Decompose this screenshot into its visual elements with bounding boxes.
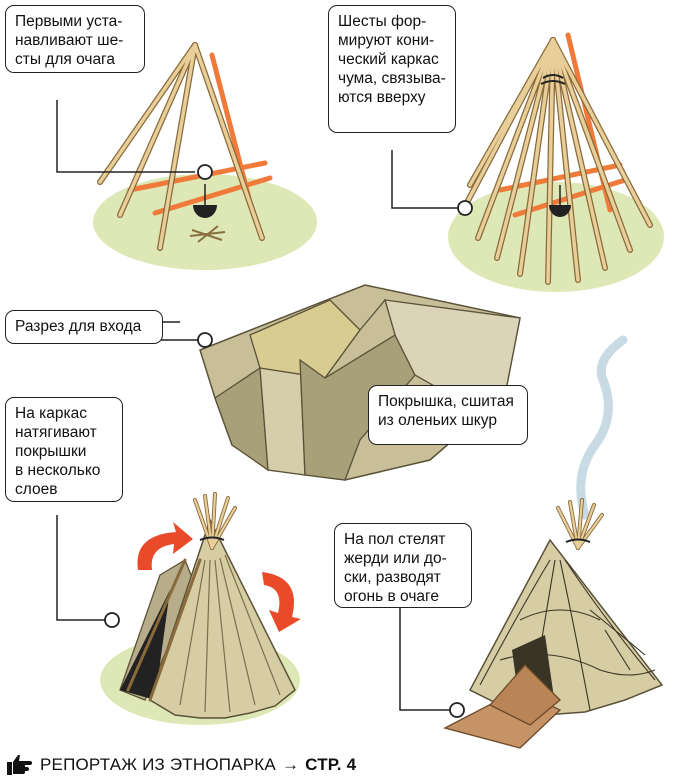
tent-cover [470, 540, 662, 715]
connector-dot [105, 613, 119, 627]
connector-dot [458, 201, 472, 215]
connector-dot [450, 703, 464, 717]
footer-page-ref: СТР. 4 [305, 755, 356, 775]
connector-dot [198, 165, 212, 179]
callout-conical-frame: Шесты фор- мируют кони- ческий каркас чу… [328, 5, 456, 133]
pointing-hand-icon [6, 754, 32, 776]
callout-entrance-cut: Разрез для входа [5, 310, 163, 344]
callout-hide-cover: Покрышка, сшитая из оленьих шкур [368, 385, 528, 445]
callout-floor-and-fire: На пол стелят жерди или до- ски, разводя… [334, 523, 472, 608]
arrow-right-icon: → [282, 755, 299, 775]
red-arrow-icon [262, 572, 301, 632]
callout-covering-frame: На каркас натягивают покрышки в нескольк… [5, 397, 123, 502]
panel-4-covering-frame [57, 494, 301, 725]
panel-3-hide-cover [150, 285, 520, 480]
panel-1-hearth-poles [57, 45, 317, 270]
connector-dot [198, 333, 212, 347]
callout-hearth-poles: Первыми уста- навливают ше- сты для очаг… [5, 5, 145, 73]
smoke [581, 340, 623, 515]
footer-text: РЕПОРТАЖ ИЗ ЭТНОПАРКА [40, 755, 276, 775]
footer-reference[interactable]: РЕПОРТАЖ ИЗ ЭТНОПАРКА → СТР. 4 [6, 752, 356, 778]
